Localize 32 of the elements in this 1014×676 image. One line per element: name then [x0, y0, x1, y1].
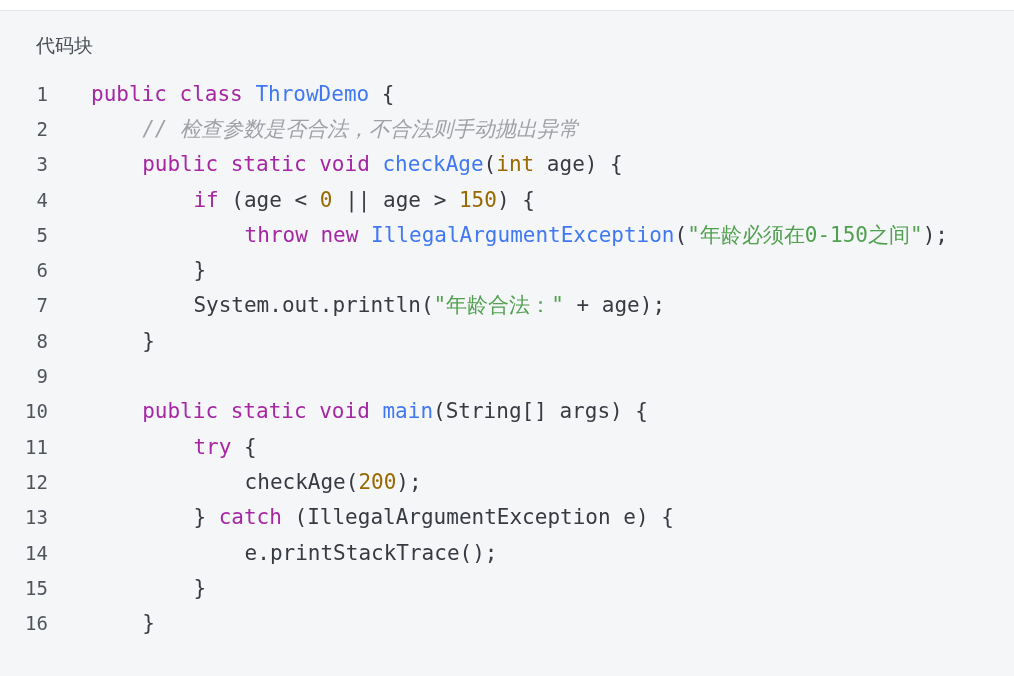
line-number: 13 [24, 506, 48, 529]
code-line: public static void main(String[] args) { [142, 399, 648, 424]
line-number: 3 [35, 153, 48, 176]
code-line: } [142, 611, 155, 636]
code-line: } [193, 258, 207, 283]
line-number: 8 [35, 329, 48, 352]
line-number: 15 [24, 576, 48, 599]
line-number: 6 [35, 259, 48, 282]
line-number: 12 [24, 470, 48, 493]
code-line: public static void checkAge(int age) { [142, 152, 623, 177]
code-block-title: 代码块 [36, 33, 93, 58]
line-number: 9 [35, 365, 48, 387]
line-number: 4 [35, 188, 48, 211]
code-line: throw new IllegalArgumentException("年龄必须在0-150之间"); [244, 221, 948, 249]
line-number: 14 [24, 541, 48, 564]
line-number: 10 [24, 400, 48, 423]
code-comment: // 检查参数是否合法，不合法则手动抛出异常 [142, 115, 580, 143]
line-number: 1 [35, 82, 48, 105]
code-line: e.printStackTrace(); [244, 540, 498, 565]
code-line: } catch (IllegalArgumentException e) { [193, 505, 674, 530]
code-line: System.out.println("年龄合法：" + age); [193, 292, 666, 320]
code-line: checkAge(200); [244, 469, 422, 494]
line-number: 7 [35, 294, 48, 317]
line-number: 11 [24, 435, 48, 458]
code-line: if (age < 0 || age > 150) { [193, 187, 535, 212]
line-number: 5 [35, 223, 48, 246]
code-line: } [193, 575, 207, 600]
code-line: } [142, 328, 155, 353]
line-number: 16 [24, 612, 48, 635]
line-number: 2 [35, 117, 48, 140]
code-line: try { [193, 434, 257, 459]
code-line: public class ThrowDemo { [91, 81, 395, 106]
